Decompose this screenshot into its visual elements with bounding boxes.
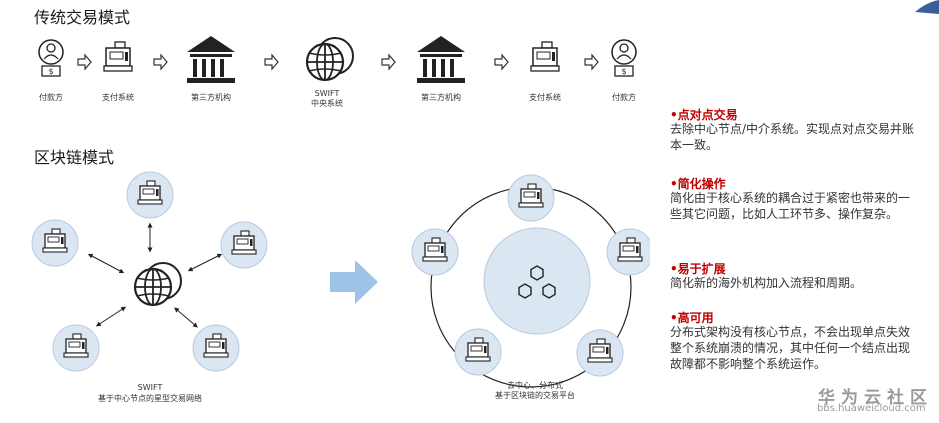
star-node-right	[220, 221, 268, 269]
flow-label-payment-system-2: 支付系统	[529, 93, 561, 102]
watermark-url: bbs.huaweicloud.com	[817, 403, 926, 414]
ring-caption-title: 去中心、分布式	[507, 381, 563, 390]
ring-node-top	[507, 174, 555, 222]
star-network	[31, 171, 268, 372]
blockchain-title: 区块链模式	[34, 148, 115, 167]
feature-availability-title: •高可用	[670, 311, 714, 325]
ring-node-bottom-left	[454, 328, 502, 376]
watermark-title: 华为云社区	[818, 388, 933, 408]
blockchain-diagram	[31, 171, 650, 388]
feature-simplify-title: •简化操作	[670, 177, 726, 191]
traditional-title: 传统交易模式	[34, 8, 131, 27]
register-icon	[103, 41, 133, 72]
feature-availability-desc: 分布式架构没有核心节点，不会出现单点失效整个系统崩溃的情况，其中任何一个结点出现…	[670, 325, 911, 371]
star-caption-title: SWIFT	[137, 383, 163, 392]
feature-simplify-desc: 简化由于核心系统的耦合过于紧密也带来的一些其它问题，比如人工环节多、操作复杂。	[670, 191, 911, 221]
globe-icon	[305, 36, 355, 82]
person-icon	[38, 39, 64, 77]
ring-node-bottom-right	[576, 329, 624, 377]
star-node-bottom-right	[192, 324, 240, 372]
ring-network	[411, 174, 650, 388]
transition-arrow-icon	[330, 260, 378, 304]
flow-label-swift: SWIFT 中央系统	[311, 89, 343, 108]
person-icon	[611, 39, 637, 77]
blockchain-hexagon-icon	[518, 265, 556, 299]
bank-icon	[187, 36, 235, 83]
flow-label-third-party-2: 第三方机构	[421, 93, 461, 102]
flow-label-payment-system: 支付系统	[102, 93, 134, 102]
feature-p2p-title: •点对点交易	[670, 108, 738, 122]
star-node-left	[31, 219, 79, 267]
corner-decoration	[915, 0, 939, 14]
feature-p2p-desc: 去除中心节点/中介系统。实现点对点交易并账本一致。	[670, 122, 915, 152]
center-globe-icon	[133, 261, 183, 307]
feature-extend-desc: 简化新的海外机构加入流程和周期。	[670, 276, 863, 290]
flow-label-third-party: 第三方机构	[191, 93, 231, 102]
register-icon	[530, 41, 560, 72]
feature-extend-title: •易于扩展	[670, 262, 726, 276]
star-caption-desc: 基于中心节点的星型交易网络	[98, 394, 202, 403]
star-node-bottom-left	[52, 324, 100, 372]
star-node-top	[126, 171, 174, 219]
flow-label-payer: 付款方	[39, 93, 63, 102]
flow-label-payee: 付款方	[612, 93, 636, 102]
ring-node-right	[606, 228, 650, 276]
bank-icon	[417, 36, 465, 83]
ring-node-left	[411, 228, 459, 276]
ring-caption-desc: 基于区块链的交易平台	[495, 391, 575, 400]
